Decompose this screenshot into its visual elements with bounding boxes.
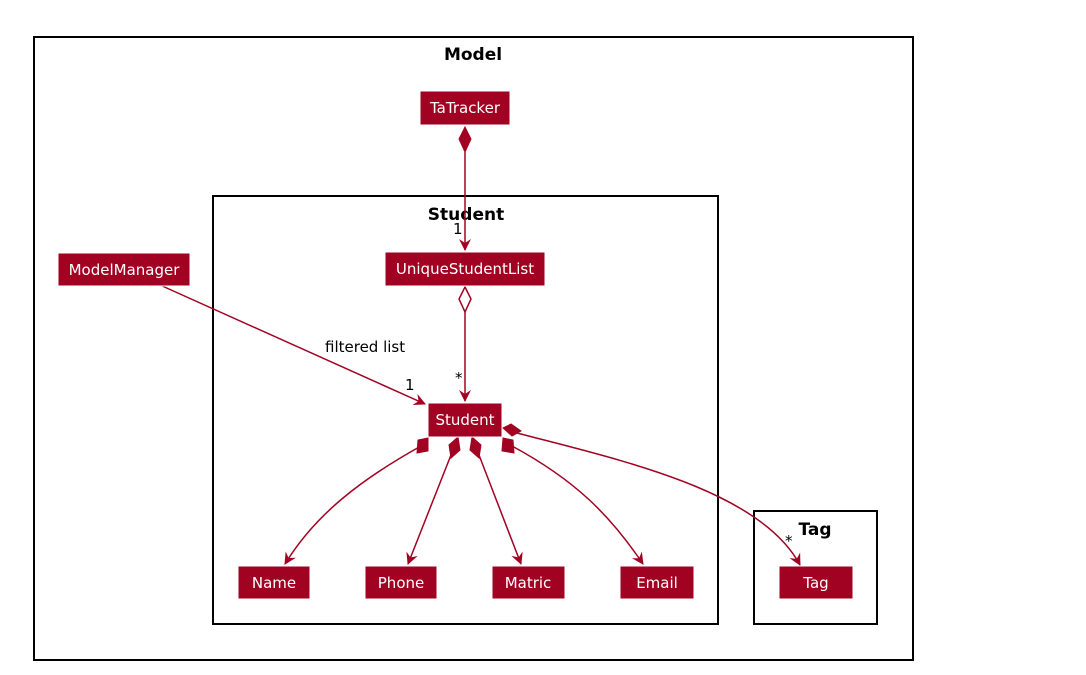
composition-diamond-icon xyxy=(502,423,522,437)
class-modelmanager[interactable]: ModelManager xyxy=(57,252,191,287)
composition-diamond-icon xyxy=(458,125,472,154)
class-student-label: Student xyxy=(435,411,494,429)
edge-label-filtered-list: filtered list xyxy=(325,338,405,356)
edge-student-to-matric xyxy=(469,436,523,565)
package-model-title: Model xyxy=(444,45,502,65)
composition-diamond-icon xyxy=(416,437,429,454)
class-matric-label: Matric xyxy=(505,574,552,592)
class-phone[interactable]: Phone xyxy=(364,565,438,600)
class-tatracker[interactable]: TaTracker xyxy=(419,90,511,126)
composition-diamond-icon xyxy=(501,437,515,454)
class-name-label: Name xyxy=(252,574,296,592)
package-tag: Tag xyxy=(753,510,878,625)
class-email[interactable]: Email xyxy=(619,565,695,600)
class-uniquestudentlist-label: UniqueStudentList xyxy=(396,260,534,278)
class-tatracker-label: TaTracker xyxy=(429,99,501,117)
package-student-title: Student xyxy=(428,205,504,225)
multiplicity-list-to-student: * xyxy=(455,369,463,387)
class-uniquestudentlist[interactable]: UniqueStudentList xyxy=(384,251,546,287)
package-tag-title: Tag xyxy=(798,520,831,540)
edge-student-to-email xyxy=(501,437,644,565)
class-student[interactable]: Student xyxy=(427,402,503,438)
edge-student-to-tag xyxy=(502,423,801,566)
class-modelmanager-label: ModelManager xyxy=(69,261,181,279)
class-email-label: Email xyxy=(636,574,678,592)
package-model: Model xyxy=(33,36,914,661)
edge-student-to-phone xyxy=(406,436,461,565)
composition-diamond-icon xyxy=(448,436,461,459)
edge-uniquestudentlist-to-student xyxy=(458,285,472,402)
class-phone-label: Phone xyxy=(378,574,424,592)
class-tag[interactable]: Tag xyxy=(778,565,854,600)
composition-diamond-icon xyxy=(469,436,482,459)
aggregation-diamond-icon xyxy=(458,285,472,314)
multiplicity-student-to-tag: * xyxy=(785,532,793,550)
edge-modelmanager-to-student xyxy=(159,284,426,405)
multiplicity-tatracker-to-list: 1 xyxy=(453,220,463,238)
class-tag-label: Tag xyxy=(802,574,828,592)
class-matric[interactable]: Matric xyxy=(491,565,566,600)
multiplicity-manager-to-student: 1 xyxy=(405,376,415,394)
class-name[interactable]: Name xyxy=(237,565,311,600)
edge-tatracker-to-uniquestudentlist xyxy=(458,125,472,251)
edge-student-to-name xyxy=(284,437,429,565)
